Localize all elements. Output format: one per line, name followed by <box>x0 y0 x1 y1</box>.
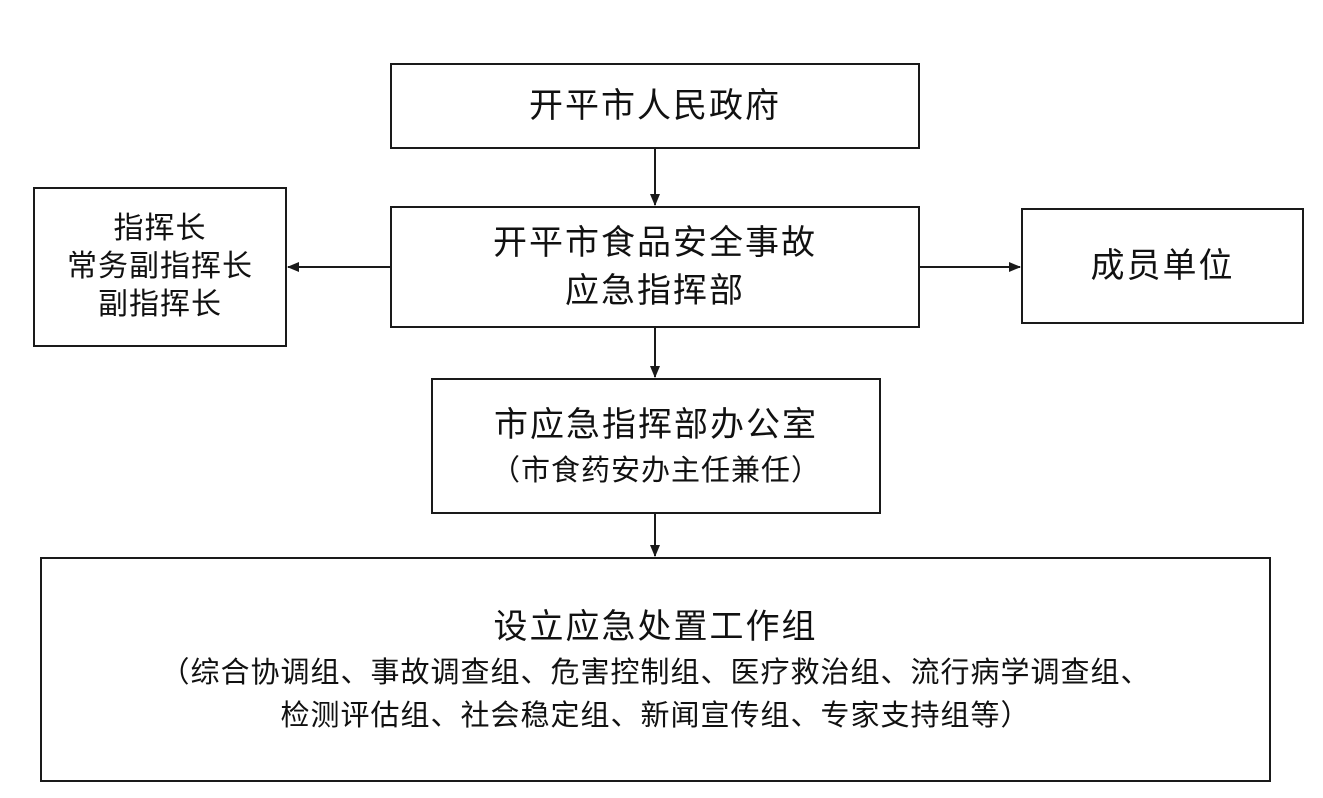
headquarters-label-line-2: 应急指挥部 <box>565 271 745 311</box>
work-groups-title: 设立应急处置工作组 <box>493 606 818 647</box>
government-box: 开平市人民政府 <box>390 63 920 149</box>
headquarters-label-line-1: 开平市食品安全事故 <box>493 223 817 263</box>
work-groups-list-line-1: （综合协调组、事故调查组、危害控制组、医疗救治组、流行病学调查组、 <box>160 654 1151 689</box>
government-label: 开平市人民政府 <box>529 86 781 126</box>
leaders-label-executive-deputy: 常务副指挥长 <box>67 249 253 284</box>
office-box: 市应急指挥部办公室 （市食药安办主任兼任） <box>431 378 881 514</box>
headquarters-box: 开平市食品安全事故 应急指挥部 <box>390 206 920 328</box>
work-groups-list-line-2: 检测评估组、社会稳定组、新闻宣传组、专家支持组等） <box>280 697 1031 732</box>
work-groups-box: 设立应急处置工作组 （综合协调组、事故调查组、危害控制组、医疗救治组、流行病学调… <box>40 557 1271 782</box>
member-units-label: 成员单位 <box>1090 246 1235 286</box>
leaders-label-commander: 指挥长 <box>113 211 207 246</box>
office-label: 市应急指挥部办公室 <box>494 404 818 445</box>
member-units-box: 成员单位 <box>1021 208 1304 324</box>
office-note: （市食药安办主任兼任） <box>490 452 821 487</box>
leaders-box: 指挥长 常务副指挥长 副指挥长 <box>33 187 287 347</box>
leaders-label-deputy: 副指挥长 <box>98 287 222 322</box>
